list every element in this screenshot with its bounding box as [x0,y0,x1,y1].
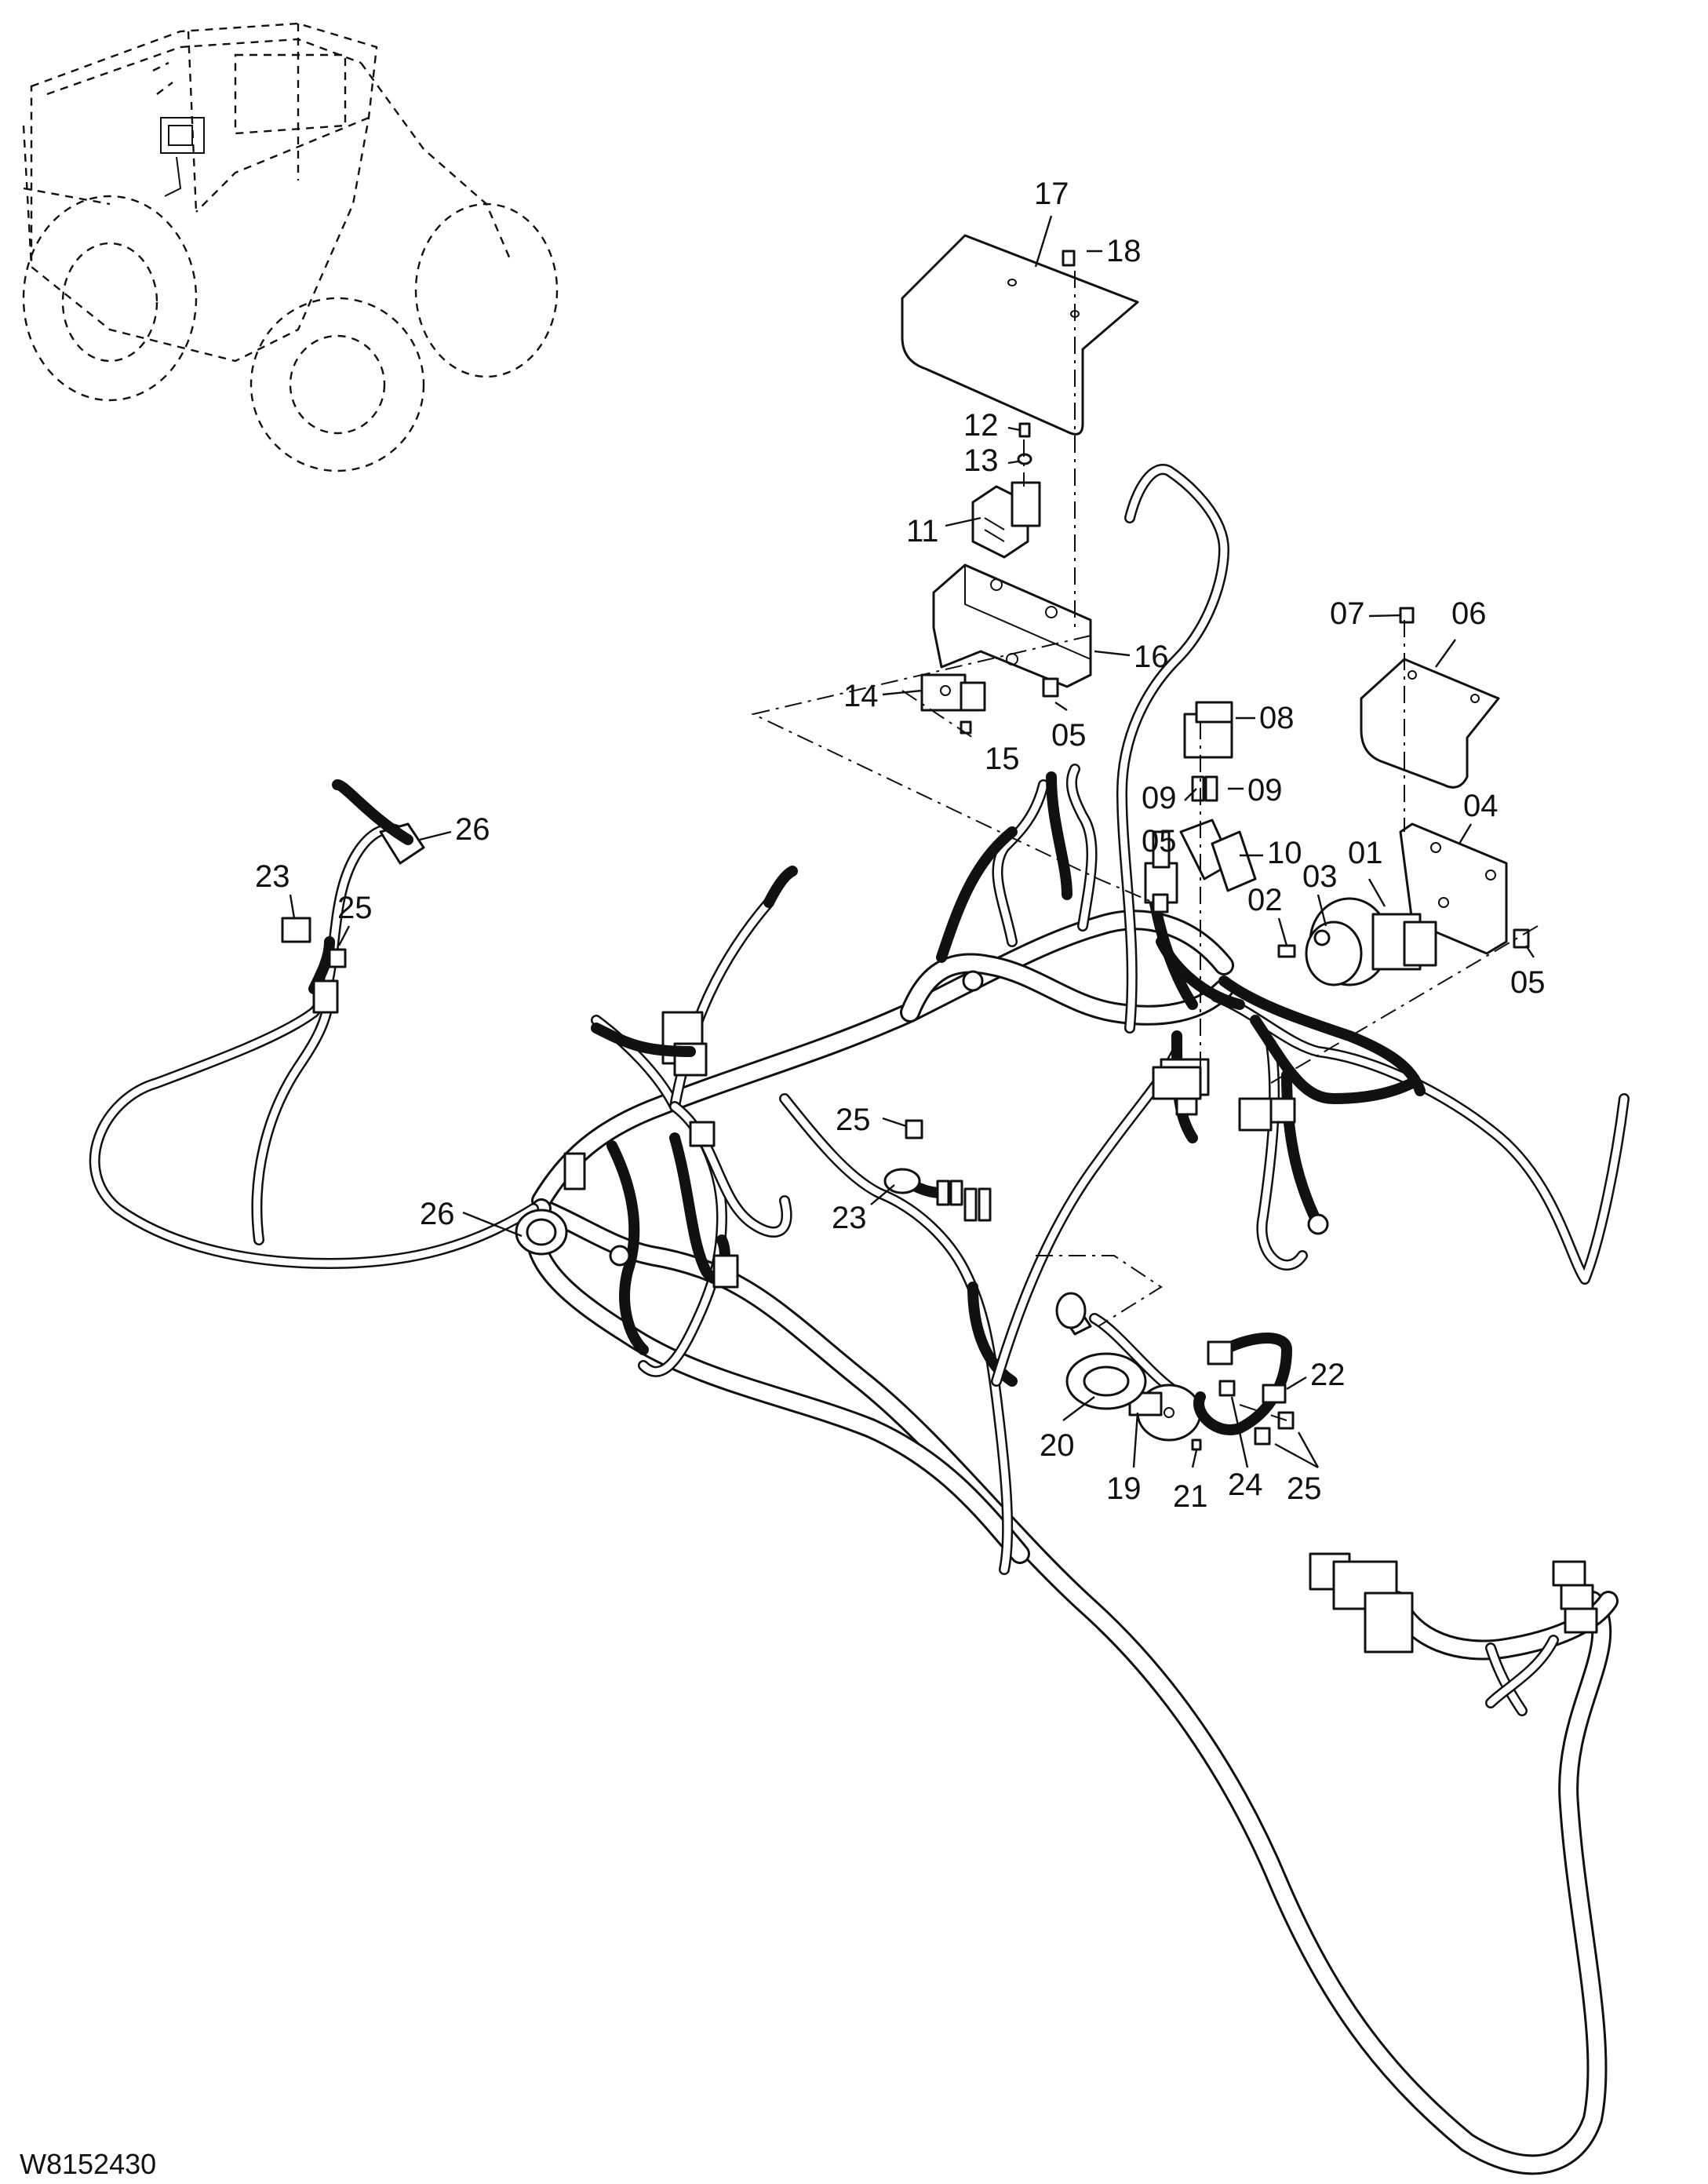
callout-20: 20 [1040,1428,1075,1463]
screw-21 [1191,1438,1202,1451]
callout-25-lower: 25 [1287,1471,1322,1506]
callout-24: 24 [1228,1468,1263,1502]
callout-26-upper: 26 [455,812,490,847]
callout-18: 18 [1106,234,1142,268]
figure-code: W8152430 [20,2148,156,2180]
callout-07: 07 [1330,596,1365,631]
callout-21: 21 [1173,1479,1208,1514]
bolt-02-washer-03 [1277,929,1331,958]
leader-lines [289,215,1535,1469]
callout-23-center: 23 [832,1201,867,1235]
callout-09-right: 09 [1247,773,1283,808]
callout-14: 14 [843,679,879,713]
rear-harness-branch [1309,1552,1619,1716]
fuse-09 [1191,775,1218,802]
gasket-20 [1065,1352,1147,1410]
callout-25-center: 25 [836,1103,871,1137]
callout-10: 10 [1267,836,1302,870]
alignment-lines [750,271,1539,1421]
callout-19: 19 [1106,1471,1142,1506]
relay-11 [971,481,1041,559]
machine-overview-inset [22,22,559,472]
callout-26-lower: 26 [420,1197,455,1231]
callout-06: 06 [1451,596,1487,631]
bracket-16 [932,563,1092,688]
grommet-26-upper [332,779,425,865]
callout-05-upper: 05 [1051,718,1087,753]
callout-05-right: 05 [1510,965,1546,1000]
cover-06 [1360,658,1500,789]
center-harness-wires [563,464,1630,1575]
callout-04: 04 [1463,789,1499,823]
callout-labels: 17 18 12 13 11 16 14 05 15 07 06 08 09 0… [255,177,1546,1514]
callout-15: 15 [985,742,1020,776]
callout-05-middle: 05 [1142,824,1177,859]
relay-08 [1183,701,1233,759]
holder-10 [1179,819,1257,892]
bolt-05-upper [1042,677,1059,698]
callout-22: 22 [1310,1358,1346,1392]
callout-02: 02 [1247,883,1283,917]
callout-11: 11 [906,514,939,549]
callout-23-left: 23 [255,859,290,894]
bolts-25-lower [1254,1411,1295,1446]
fuel-sender-19 [1055,1292,1202,1442]
grommet-26-lower [515,1209,568,1256]
bolt-25-left [328,948,347,968]
callout-25-left: 25 [337,891,373,925]
bolt-07 [1399,607,1415,624]
clamp-23-left [281,917,311,943]
callout-01: 01 [1348,836,1383,870]
callout-16: 16 [1134,640,1169,674]
bolt-25-center [905,1119,923,1139]
bolt-18 [1062,250,1076,267]
callout-12: 12 [963,408,999,443]
callout-09-left: 09 [1142,781,1177,815]
relay-14 [920,673,986,712]
left-harness-loop [89,823,539,1269]
callout-17: 17 [1034,177,1069,211]
bolt-05-middle [1152,893,1169,913]
callout-03: 03 [1302,859,1338,894]
main-harness [525,910,1612,2175]
callout-13: 13 [963,443,999,478]
callout-08: 08 [1259,701,1295,735]
cover-17 [901,234,1139,436]
clamp-23-center [883,1168,921,1194]
clamp-22-24 [1193,1333,1292,1435]
